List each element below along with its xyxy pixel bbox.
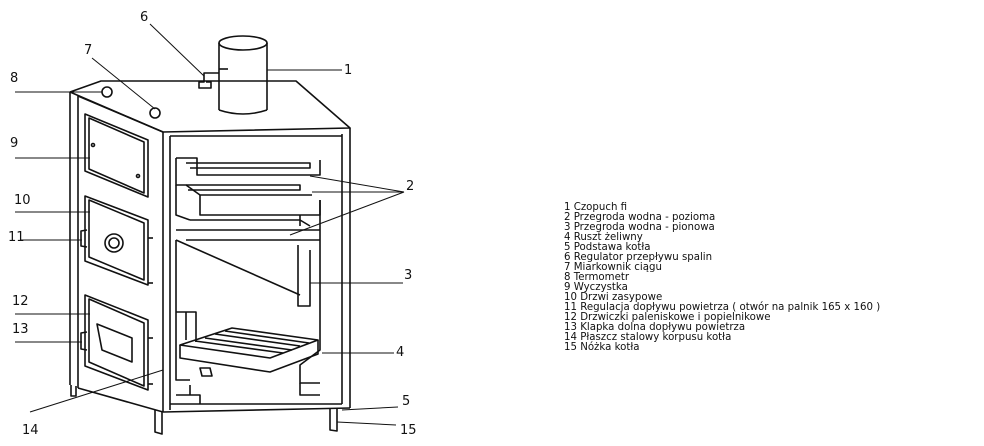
callout-3: 3: [404, 268, 412, 283]
thermometer-circle: [101, 86, 113, 98]
callout-9: 9: [10, 136, 18, 151]
legend-item: 11 Regulacja dopływu powietrza ( otwór n…: [564, 301, 880, 313]
legend-item: 7 Miarkownik ciągu: [564, 262, 662, 273]
legend-item: 9 Wyczystka: [564, 282, 628, 293]
boiler-base: [176, 383, 320, 404]
horizontal-water-baffles: [175, 157, 321, 231]
draft-regulator-circle: [149, 107, 161, 119]
legend-item: 1 Czopuch fi: [564, 202, 627, 213]
callout-12: 12: [12, 294, 29, 309]
callout-7: 7: [84, 43, 92, 58]
cleaning-door: [84, 113, 149, 198]
callout-15: 15: [400, 423, 417, 438]
parts-legend: 1 Czopuch fi 2 Przegroda wodna - pozioma…: [564, 202, 880, 353]
legend-item: 8 Termometr: [564, 272, 630, 283]
callout-14: 14: [22, 423, 39, 438]
flue-regulator: [198, 68, 228, 89]
callout-5: 5: [402, 394, 410, 409]
legend-item: 2 Przegroda wodna - pozioma: [564, 212, 715, 223]
legend-item: 12 Drzwiczki paleniskowe i popielnikowe: [564, 312, 771, 323]
callout-4: 4: [396, 345, 404, 360]
callout-6: 6: [140, 10, 148, 25]
legend-item: 6 Regulator przepływu spalin: [564, 252, 712, 263]
callout-1: 1: [344, 63, 352, 78]
callout-11: 11: [8, 230, 25, 245]
callout-2: 2: [406, 179, 414, 194]
charging-door: [80, 195, 153, 286]
legend-item: 15 Nóżka kotła: [564, 341, 640, 353]
legend-item: 10 Drzwi zasypowe: [564, 292, 662, 303]
legend-item: 4 Ruszt żeliwny: [564, 232, 643, 243]
legend-item: 3 Przegroda wodna - pionowa: [564, 222, 715, 233]
flue-pipe: [218, 35, 268, 115]
boiler-casing: [69, 92, 351, 413]
callout-13: 13: [12, 322, 29, 337]
cast-iron-grate: [176, 311, 319, 377]
callout-10: 10: [14, 193, 31, 208]
boiler-legs: [70, 385, 338, 435]
legend-item: 14 Płaszcz stalowy korpusu kotła: [564, 332, 731, 343]
vertical-water-baffle: [175, 200, 321, 384]
leader-lines: [15, 23, 405, 426]
legend-item: 5 Podstawa kotła: [564, 242, 650, 253]
ash-door: [80, 294, 153, 391]
callout-8: 8: [10, 71, 18, 86]
legend-item: 13 Klapka dolna dopływu powietrza: [564, 322, 745, 333]
